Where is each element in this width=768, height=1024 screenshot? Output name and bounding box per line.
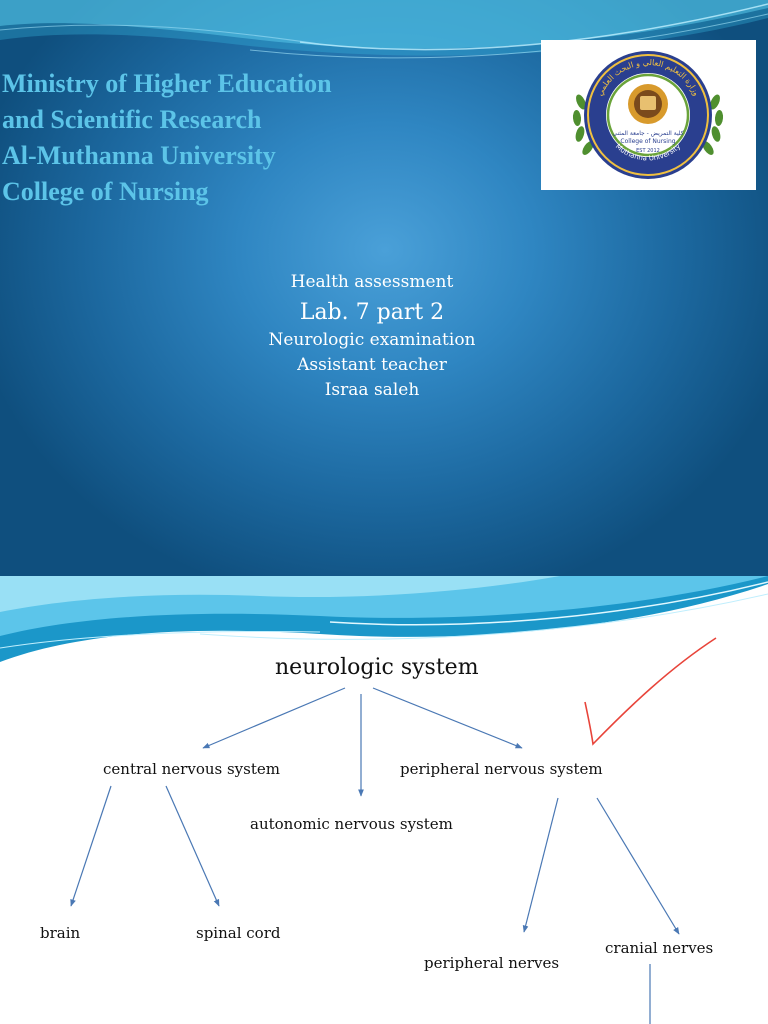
college-logo: وزارة التعليم العالي و البحث العلمي Muth… (541, 40, 756, 190)
node-peripheral-nerves: peripheral nerves (424, 954, 560, 972)
college-logo-seal: وزارة التعليم العالي و البحث العلمي Muth… (572, 51, 724, 179)
logo-established: EST 2012 (636, 148, 660, 154)
arrow-cns-to-spinal-cord (165, 785, 220, 907)
arrow-root-to-cns (202, 687, 346, 749)
slide-wave-header (0, 576, 768, 662)
title-line-research: and Scientific Research (2, 105, 262, 134)
arrow-cns-to-brain (70, 785, 112, 907)
node-neurologic-system: neurologic system (275, 655, 479, 680)
logo-college-arabic: كلية التمريض - جامعة المثنى (612, 130, 683, 137)
title-line-college: College of Nursing (2, 177, 209, 206)
institution-title: Ministry of Higher Education and Scienti… (2, 66, 332, 210)
node-autonomic-nervous-system: autonomic nervous system (250, 815, 453, 833)
arrow-root-to-pns (372, 687, 523, 749)
node-brain: brain (40, 924, 81, 942)
title-line-ministry: Ministry of Higher Education (2, 69, 332, 98)
hierarchy-connectors (70, 637, 717, 1024)
node-peripheral-nervous-system: peripheral nervous system (400, 760, 603, 778)
node-central-nervous-system: central nervous system (103, 760, 280, 778)
presenter-role: Assistant teacher (297, 355, 447, 375)
node-cranial-nerves: cranial nerves (605, 939, 714, 957)
arrow-pns-to-cranial-nerves (596, 797, 680, 935)
title-line-university: Al-Muthanna University (2, 141, 276, 170)
presenter-name: Israa saleh (324, 380, 420, 400)
arrow-pns-to-peripheral-nerves (522, 797, 559, 933)
diagram-slide: neurologic system central nervous system… (0, 576, 768, 1024)
course-name: Health assessment (290, 272, 454, 292)
red-check-mark (584, 637, 717, 746)
lab-title: Lab. 7 part 2 (299, 300, 445, 325)
node-spinal-cord: spinal cord (196, 924, 281, 942)
logo-college-english: College of Nursing (620, 138, 675, 145)
title-slide: Ministry of Higher Education and Scienti… (0, 0, 768, 576)
topic-title: Neurologic examination (268, 330, 476, 350)
